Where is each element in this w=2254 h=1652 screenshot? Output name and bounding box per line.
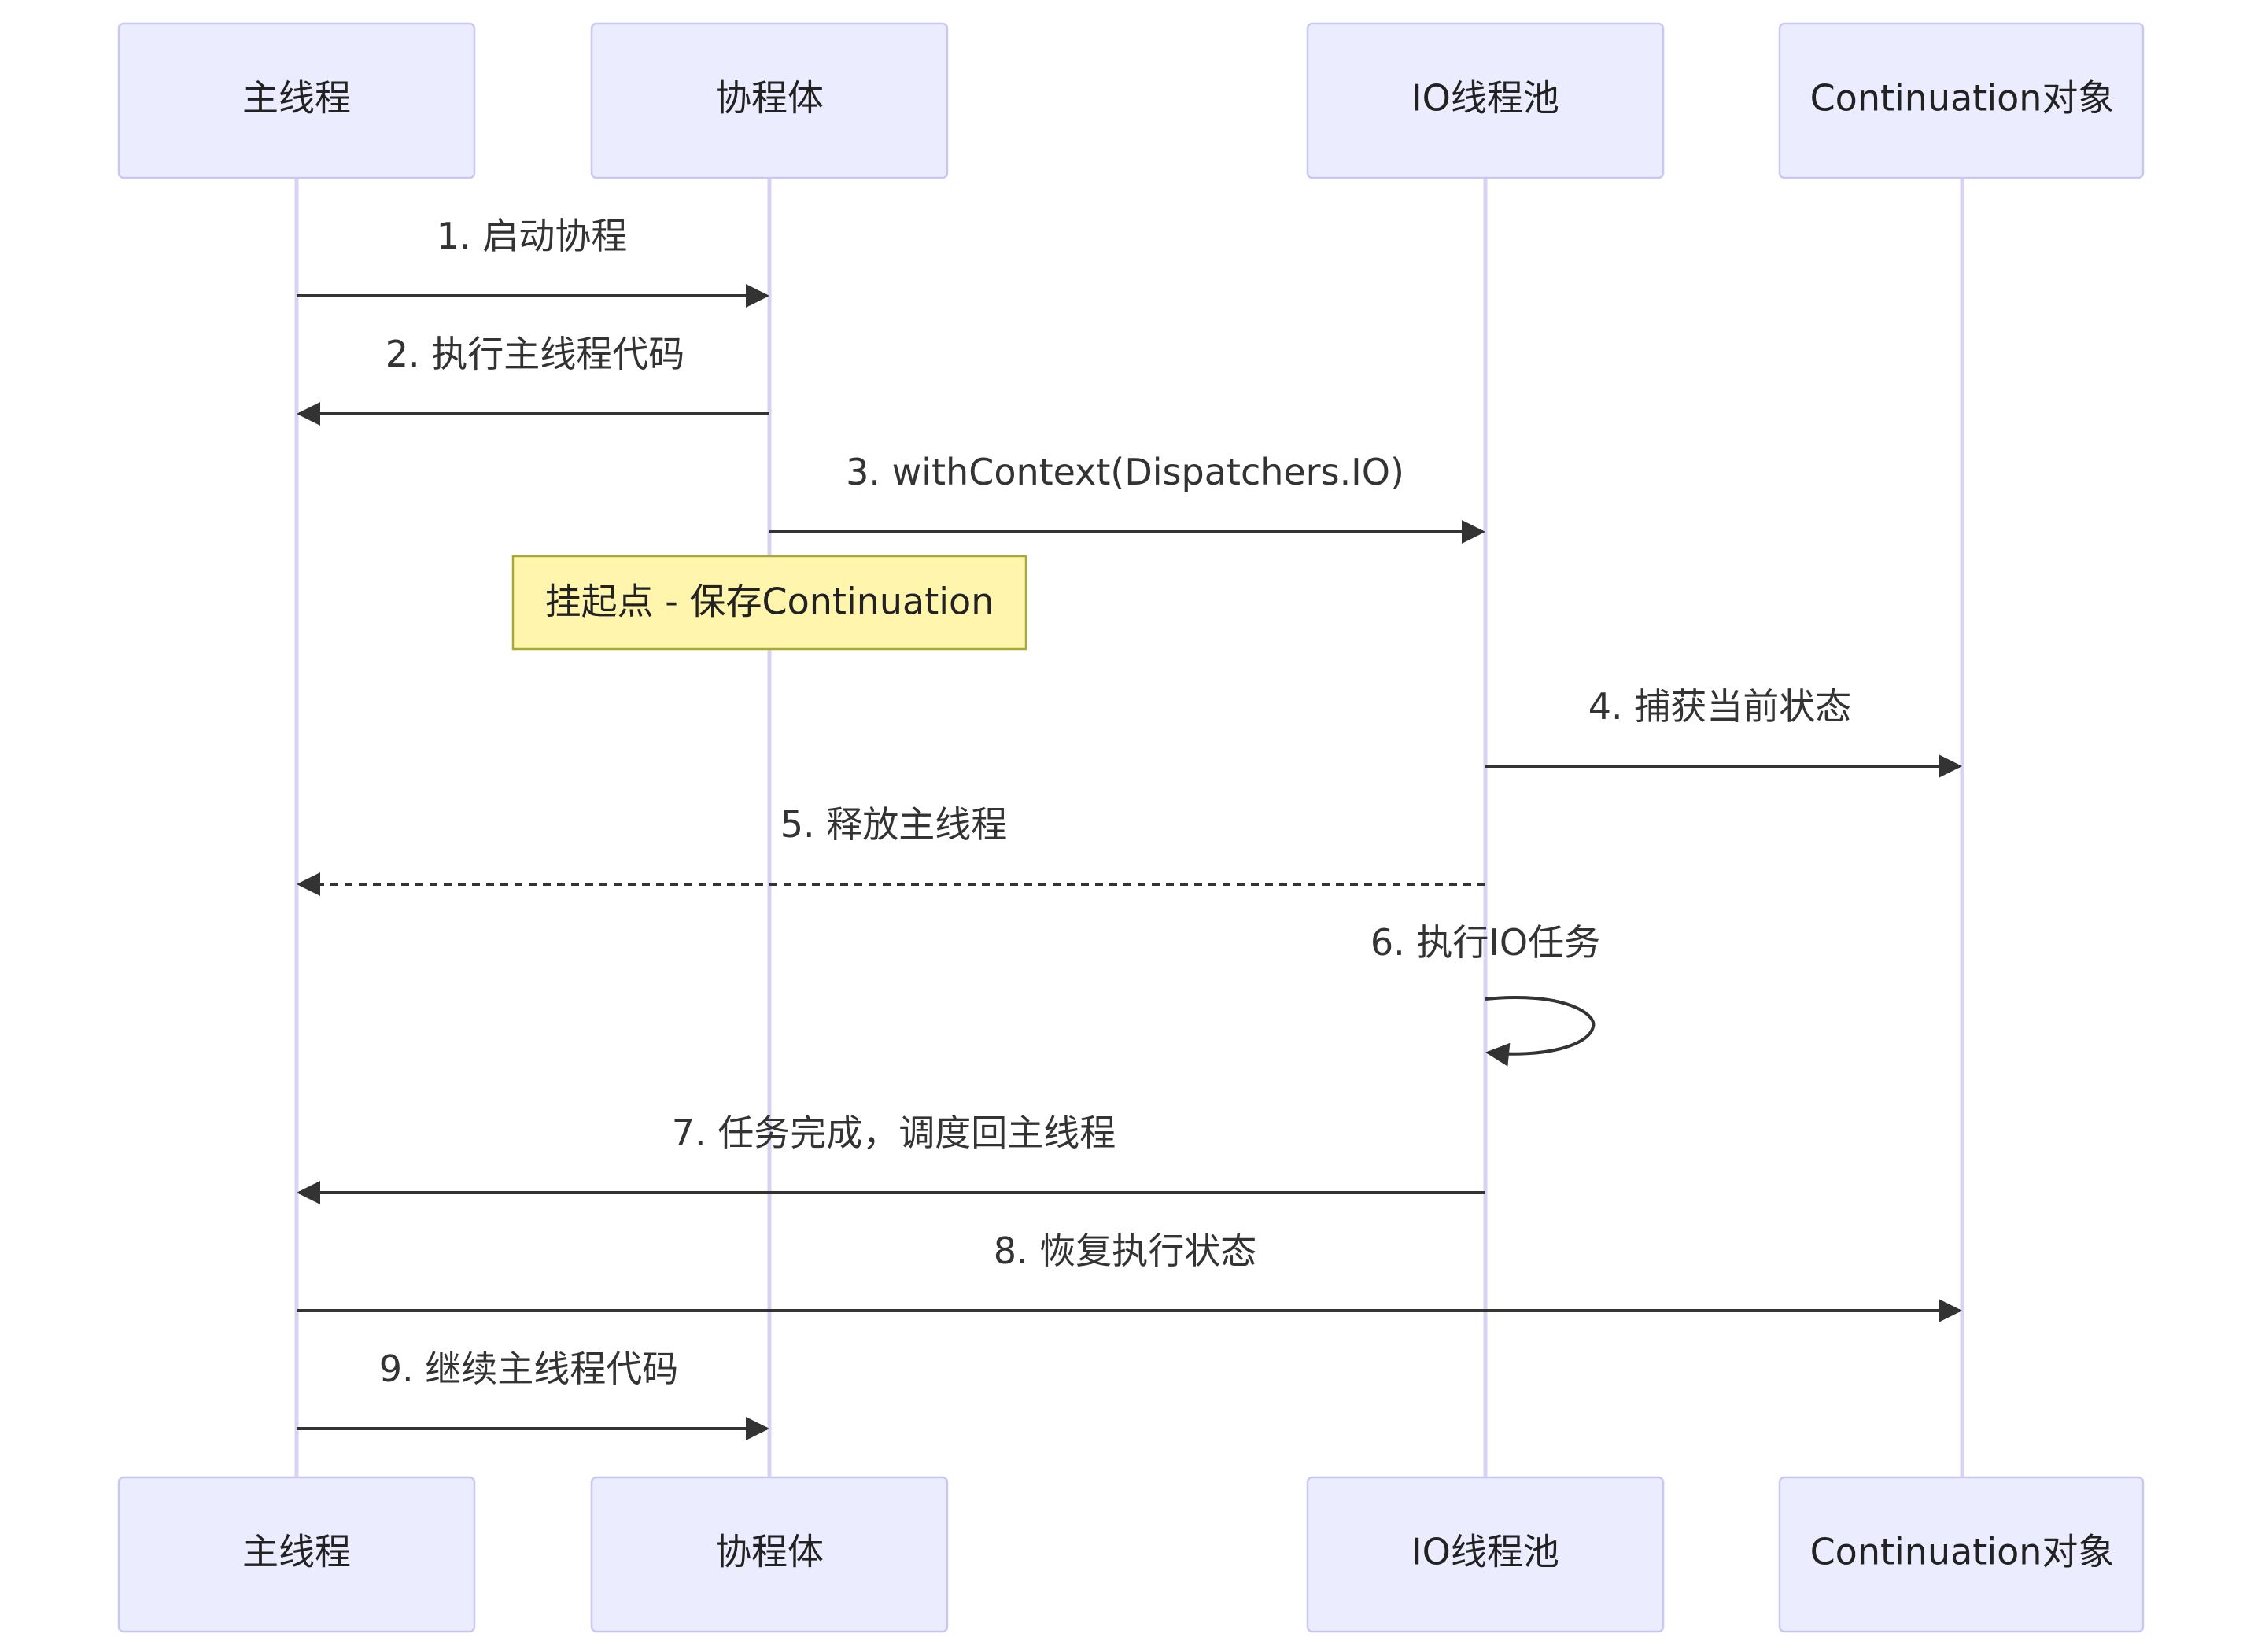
actor-label: IO线程池 — [1411, 77, 1559, 120]
actor-coroutine-bottom: 协程体 — [590, 1476, 949, 1633]
messages: 1. 启动协程 2. 执行主线程代码 3. withContext(Dispat… — [297, 215, 1962, 1440]
actor-label: 协程体 — [715, 1531, 824, 1573]
note-suspension-point: 挂起点 - 保存Continuation — [511, 555, 1027, 651]
actor-main-top: 主线程 — [117, 22, 476, 179]
message-label: 4. 捕获当前状态 — [1588, 685, 1852, 728]
message-9: 9. 继续主线程代码 — [297, 1348, 769, 1440]
actor-label: 协程体 — [715, 77, 824, 120]
message-label: 9. 继续主线程代码 — [379, 1348, 679, 1390]
message-label: 1. 启动协程 — [437, 215, 628, 257]
lifelines — [294, 178, 1964, 1477]
actor-label: Continuation对象 — [1810, 1531, 2115, 1573]
message-3: 3. withContext(Dispatchers.IO) — [769, 451, 1485, 544]
message-2: 2. 执行主线程代码 — [297, 333, 769, 426]
message-self-loop — [1485, 996, 1596, 1067]
note-label: 挂起点 - 保存Continuation — [545, 581, 994, 623]
actor-main-bottom: 主线程 — [117, 1476, 476, 1633]
message-8: 8. 恢复执行状态 — [297, 1230, 1962, 1322]
message-label: 3. withContext(Dispatchers.IO) — [846, 451, 1404, 493]
message-6: 6. 执行IO任务 — [1370, 921, 1600, 1067]
actors-bottom: 主线程 协程体 IO线程池 Continuation对象 — [117, 1476, 2145, 1633]
actor-label: 主线程 — [242, 1531, 351, 1573]
message-label: 2. 执行主线程代码 — [386, 333, 685, 375]
message-4: 4. 捕获当前状态 — [1485, 685, 1962, 778]
message-5: 5. 释放主线程 — [297, 803, 1485, 896]
message-label: 7. 任务完成，调度回主线程 — [672, 1112, 1116, 1154]
actors-top: 主线程 协程体 IO线程池 Continuation对象 — [117, 22, 2145, 179]
actor-label: Continuation对象 — [1810, 77, 2115, 120]
actor-coroutine-top: 协程体 — [590, 22, 949, 179]
message-label: 8. 恢复执行状态 — [994, 1230, 1257, 1272]
message-label: 6. 执行IO任务 — [1370, 921, 1600, 964]
actor-continuation-bottom: Continuation对象 — [1778, 1476, 2145, 1633]
message-7: 7. 任务完成，调度回主线程 — [297, 1112, 1485, 1204]
actor-io-bottom: IO线程池 — [1306, 1476, 1665, 1633]
message-1: 1. 启动协程 — [297, 215, 769, 308]
actor-label: 主线程 — [242, 77, 351, 120]
actor-io-top: IO线程池 — [1306, 22, 1665, 179]
actor-continuation-top: Continuation对象 — [1778, 22, 2145, 179]
actor-label: IO线程池 — [1411, 1531, 1559, 1573]
message-label: 5. 释放主线程 — [780, 803, 1008, 846]
